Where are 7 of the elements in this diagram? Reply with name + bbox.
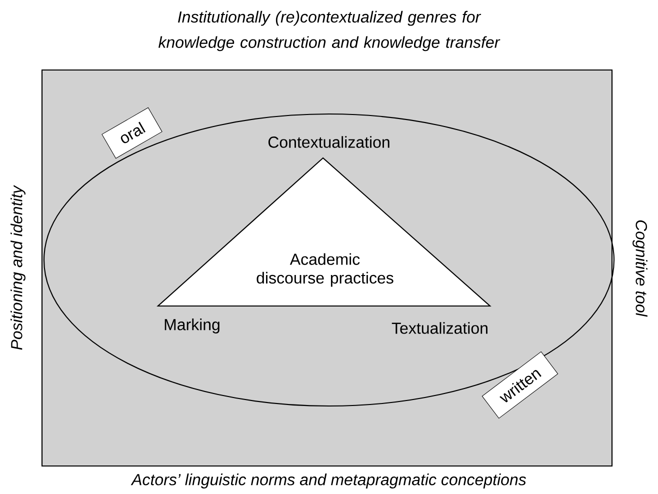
side-label: Cognitive tool: [632, 220, 648, 317]
footer-label: Actors’ linguistic norms and metapragmatic conceptions: [130, 474, 526, 488]
label-box: oral: [102, 107, 162, 159]
side-label: Positioning and identity: [10, 184, 26, 350]
corner-label: Textualization: [392, 322, 488, 334]
ellipse: [43, 113, 615, 407]
title: Institutionally (re)contextualized genres for knowledge construction and knowledge transfer: [158, 10, 500, 52]
